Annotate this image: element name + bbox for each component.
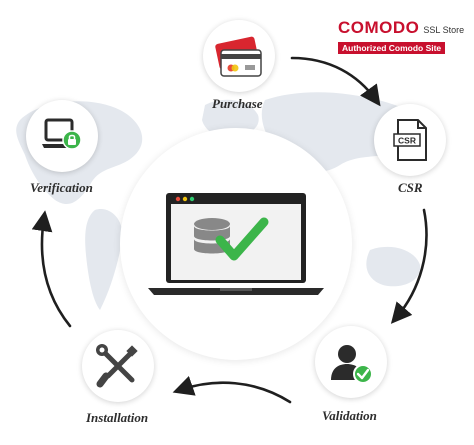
- credit-card-icon: [215, 36, 262, 77]
- svg-text:CSR: CSR: [398, 136, 416, 146]
- arrow-purchase-to-csr: [290, 56, 381, 107]
- csr-document-icon: CSR: [393, 119, 427, 161]
- step-purchase: [203, 20, 275, 92]
- laptop-database-check-icon: [148, 193, 324, 295]
- arrow-installation-to-verification: [31, 210, 72, 328]
- step-csr: CSR: [374, 104, 446, 176]
- label-validation: Validation: [322, 408, 377, 423]
- label-csr: CSR: [398, 180, 423, 195]
- label-installation: Installation: [86, 410, 149, 425]
- label-purchase: Purchase: [212, 96, 263, 111]
- label-verification: Verification: [30, 180, 93, 195]
- step-verification: [26, 100, 98, 172]
- monitor-lock-icon: [42, 118, 82, 150]
- arrow-csr-to-validation: [390, 208, 428, 324]
- logo-tagline: Authorized Comodo Site: [338, 42, 446, 54]
- user-check-icon: [331, 345, 373, 384]
- logo-brand: COMODO: [338, 18, 420, 37]
- center-circle: [120, 128, 352, 360]
- step-validation: [315, 326, 387, 398]
- logo-sub: SSL Store: [423, 25, 465, 35]
- wrench-screwdriver-icon: [96, 344, 138, 388]
- arrow-validation-to-installation: [172, 375, 292, 404]
- step-installation: [82, 330, 154, 402]
- comodo-logo: COMODO SSL Store Authorized Comodo Site: [338, 18, 468, 54]
